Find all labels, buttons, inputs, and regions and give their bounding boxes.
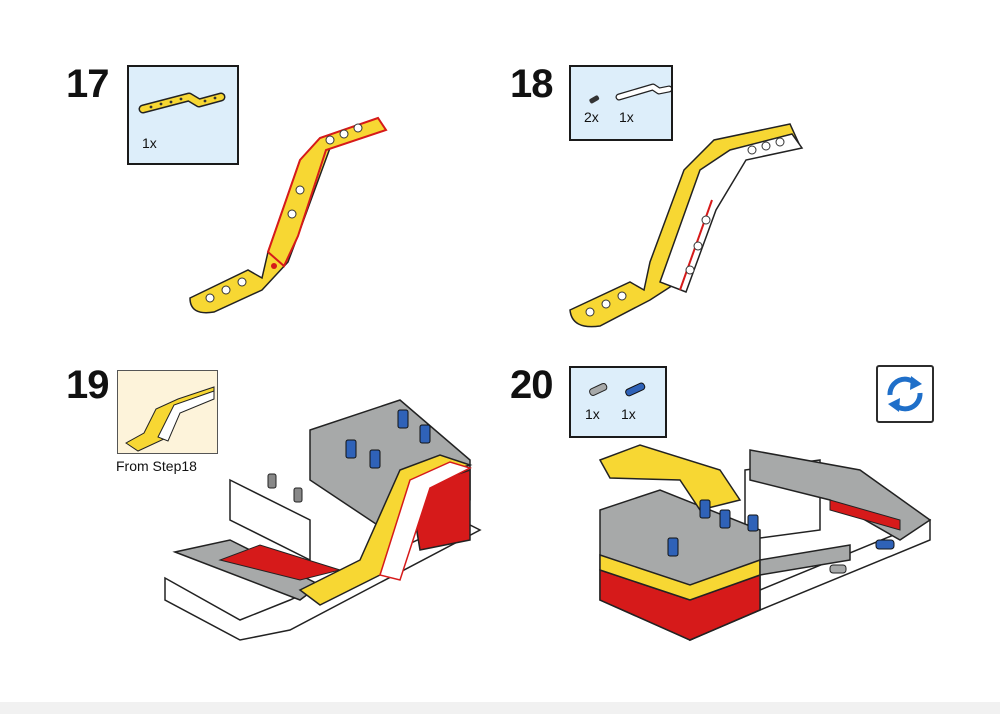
bent-liftarm-yellow-icon xyxy=(138,92,226,114)
step-18-parts-box: 2x 1x xyxy=(569,65,673,141)
step-20-parts-box: 1x 1x xyxy=(569,366,667,438)
step-19-callout-caption: From Step18 xyxy=(116,458,197,474)
step-19-callout-box xyxy=(117,370,218,454)
step-18-number: 18 xyxy=(510,62,553,106)
pin-black-icon xyxy=(589,95,600,104)
rotate-arrows-icon xyxy=(887,376,923,412)
step-20-qty-pin: 1x xyxy=(585,406,600,422)
step-18-qty-pin: 2x xyxy=(584,109,599,125)
step-19-number: 19 xyxy=(66,363,109,407)
step18-subassembly-thumbnail xyxy=(125,386,215,452)
step-17-number: 17 xyxy=(66,62,109,106)
page-footer-bar xyxy=(0,702,1000,714)
step-17-parts-box: 1x xyxy=(127,65,239,165)
step-17-qty: 1x xyxy=(142,135,157,151)
pin-grey-icon xyxy=(589,382,608,396)
step-20-number: 20 xyxy=(510,363,553,407)
bent-liftarm-white-icon xyxy=(615,83,671,101)
step-18-qty-liftarm: 1x xyxy=(619,109,634,125)
axle-pin-blue-icon xyxy=(625,382,646,397)
step-20-qty-axle-pin: 1x xyxy=(621,406,636,422)
rotate-button[interactable] xyxy=(876,365,934,423)
